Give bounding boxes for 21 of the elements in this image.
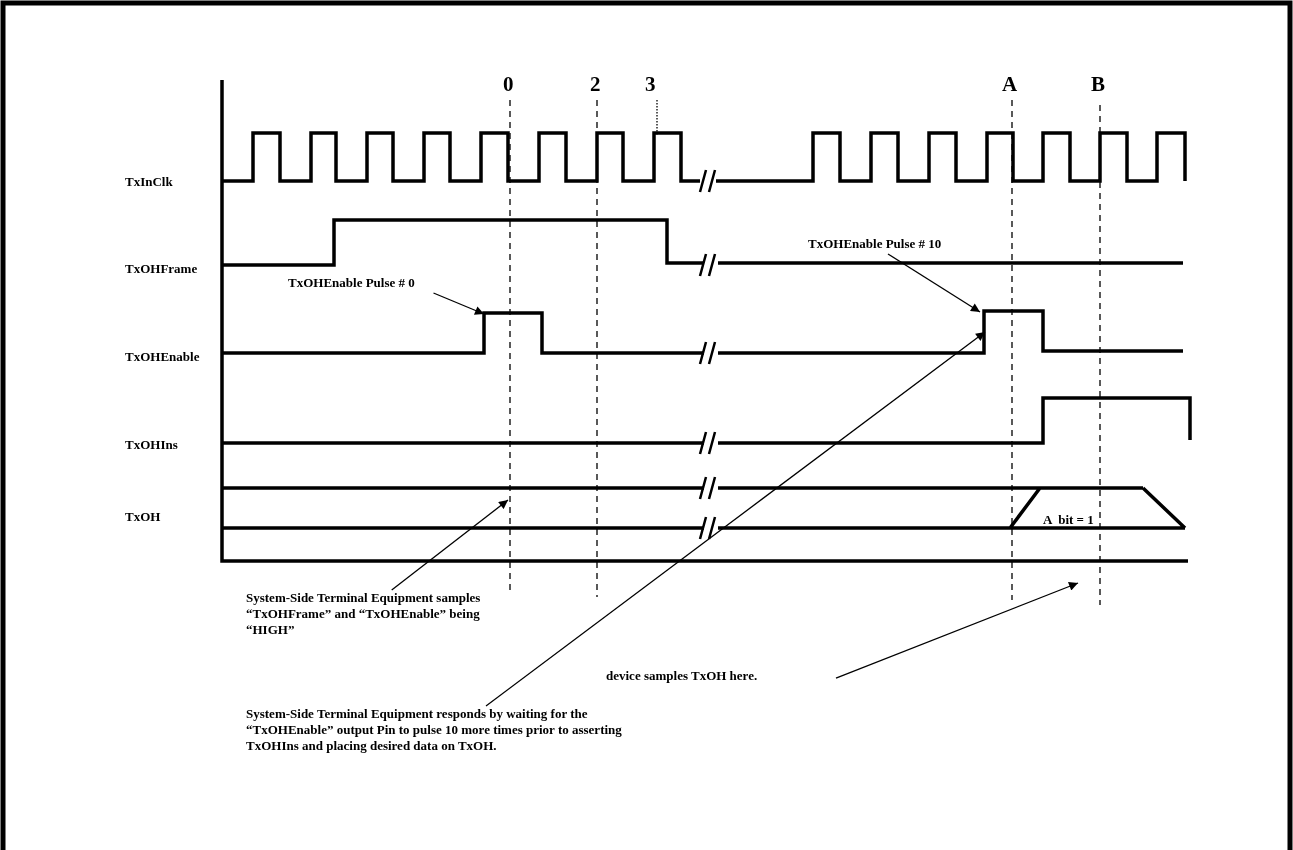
marker-label: 2	[590, 72, 601, 96]
leader-arrow	[485, 331, 986, 707]
leader-arrow	[391, 499, 509, 591]
annotation-text: System-Side Terminal Equipment samples “TxOHFrame” and “TxOHEnable” being “HIGH”	[246, 590, 481, 638]
data-value-label: A bit = 1	[1043, 512, 1094, 528]
leader-arrow	[835, 582, 1079, 679]
annotation-text: device samples TxOH here.	[606, 668, 836, 684]
signal-name: TxOH	[125, 509, 161, 525]
annotation-text: System-Side Terminal Equipment responds by waiting for the “TxOHEnable” output Pin to pulse 10 more times prior to asserting TxOHIns and placing desired data on TxOH.	[246, 706, 646, 754]
annotation-text: TxOHEnable Pulse # 10	[808, 236, 968, 252]
signal-name: TxOHFrame	[125, 261, 198, 277]
marker-label: 0	[503, 72, 514, 96]
signal-name: TxInClk	[125, 174, 173, 190]
marker-label: A	[1002, 72, 1018, 96]
marker-label: 3	[645, 72, 656, 96]
marker-label: B	[1091, 72, 1105, 96]
leader-arrow	[432, 292, 485, 315]
signal-name: TxOHIns	[125, 437, 178, 453]
signal-name: TxOHEnable	[125, 349, 200, 365]
annotation-text: TxOHEnable Pulse # 0	[288, 275, 438, 291]
leader-arrow	[887, 253, 981, 313]
